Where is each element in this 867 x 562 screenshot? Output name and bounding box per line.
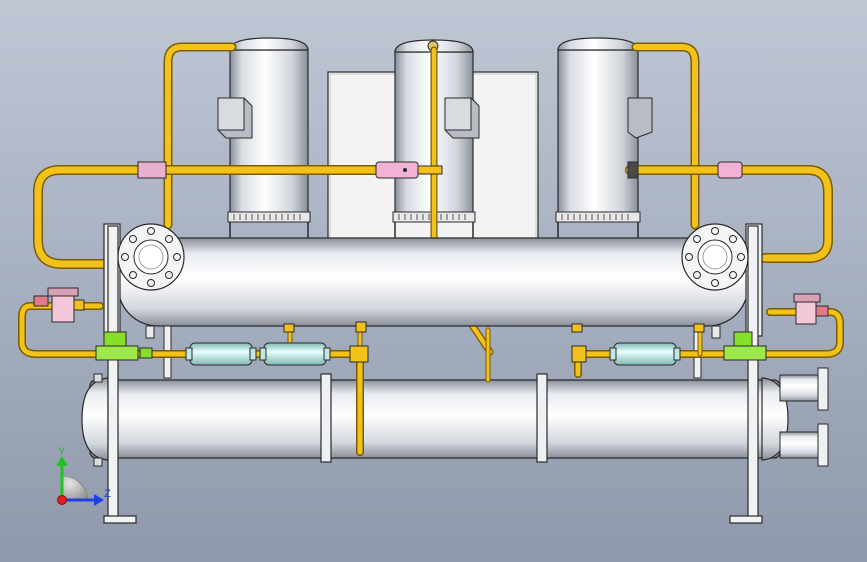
expansion-valve-left	[33, 287, 85, 323]
liquid-line	[18, 302, 844, 456]
compressor-right	[555, 37, 653, 242]
solenoid-valve-right	[723, 331, 767, 361]
axis-y-label: Y	[58, 446, 66, 458]
expansion-valve-right	[793, 293, 829, 325]
flange-right	[681, 223, 749, 291]
axis-triad: Y Z	[56, 446, 111, 506]
line-coupling-pink	[137, 161, 743, 179]
flange-left	[117, 223, 185, 291]
filter-drier-left-2	[259, 342, 331, 366]
filter-drier-right	[609, 342, 681, 366]
line-fittings	[283, 321, 705, 363]
water-nozzles	[779, 367, 829, 467]
compressor-left	[217, 37, 311, 242]
lower-shell	[81, 367, 829, 467]
filter-drier-left-1	[185, 342, 257, 366]
solenoid-valve-left	[95, 331, 153, 361]
upper-shell	[103, 223, 763, 339]
axis-z-label: Z	[104, 488, 111, 500]
